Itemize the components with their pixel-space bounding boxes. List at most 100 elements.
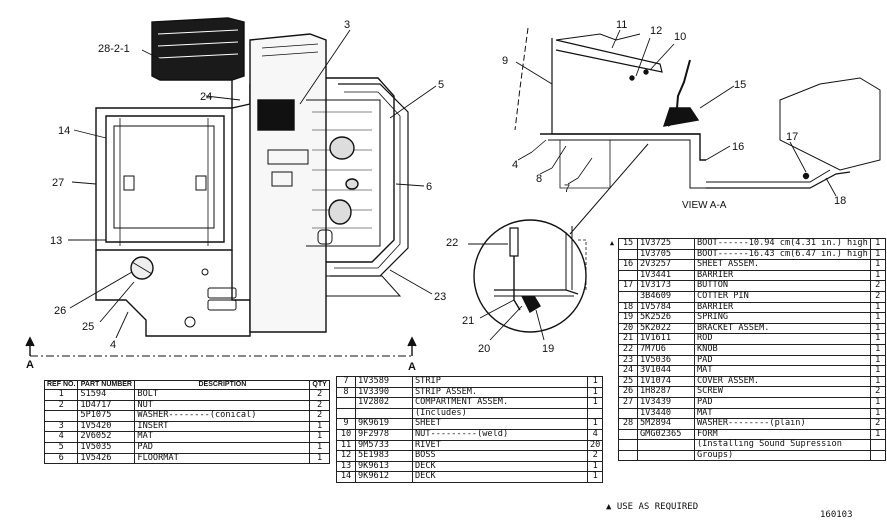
cell-qty: 1 [869, 428, 886, 441]
cell-no [618, 449, 638, 462]
cell-qty [869, 449, 886, 462]
cell-no [618, 439, 638, 451]
callout-7: 7 [564, 183, 571, 195]
cell-desc: SPRING [694, 312, 871, 324]
cell-part: 1V5036 [637, 354, 695, 367]
cell-mark [606, 397, 619, 408]
table-row: (Includes) [336, 407, 604, 420]
cell-no: 20 [618, 322, 638, 335]
cell-qty: 2 [869, 290, 886, 303]
cell-part: 5M2894 [637, 418, 695, 430]
header-description: DESCRIPTION [134, 380, 311, 390]
cell-desc: BARRIER [694, 301, 871, 314]
table-row: (Installing Sound Supression [606, 439, 886, 451]
cell-part: 5K2022 [637, 322, 695, 335]
cab-compartment-assembly [25, 17, 417, 357]
use-as-required-note: ▲ USE AS REQUIRED [606, 502, 699, 512]
callout-23: 23 [434, 291, 447, 303]
cell-no: 25 [618, 375, 638, 388]
cell-no: 24 [618, 365, 638, 377]
cell-mark [606, 366, 619, 377]
cell-mark [606, 419, 619, 430]
cell-mark [606, 376, 619, 387]
cell-desc: (Installing Sound Supression [694, 439, 871, 451]
cell-no: 26 [618, 386, 638, 398]
cell-no: 28 [618, 418, 638, 430]
cell-no [618, 428, 638, 441]
cell-desc: PAD [694, 354, 871, 367]
callout-27: 27 [52, 177, 65, 189]
cell-qty: 1 [869, 407, 886, 420]
cell-part: 1V3705 [637, 248, 695, 261]
cell-part: 1V3439 [637, 396, 695, 409]
cell-desc: PAD [694, 396, 871, 409]
callout-22: 22 [446, 237, 459, 249]
cell-qty: 1 [869, 248, 886, 261]
cell-desc: WASHER--------(plain) [694, 418, 871, 430]
callout-3: 3 [344, 19, 351, 31]
table-header-row: REF NO. PART NUMBER DESCRIPTION QTY [43, 380, 330, 390]
callout-8: 8 [536, 173, 543, 185]
cell-part: GMG02365 [637, 428, 695, 441]
cell-mark [606, 429, 619, 440]
cell-mark [606, 313, 619, 324]
callout-28-2-1: 28-2-1 [98, 43, 130, 55]
callout-4b: 4 [512, 159, 519, 171]
cell-mark [606, 323, 619, 334]
callout-18: 18 [834, 195, 847, 207]
cell-desc: ROD [694, 333, 871, 345]
cell-no [618, 407, 638, 420]
cell-part: 1V1611 [637, 333, 695, 345]
drawing-reference-number: 160103 [820, 510, 853, 520]
cell-desc: BRACKET ASSEM. [694, 322, 871, 335]
callout-14: 14 [58, 125, 71, 137]
cell-qty: 1 [869, 312, 886, 324]
cell-mark [606, 387, 619, 398]
cell-mark [606, 450, 619, 461]
cell-part: 1H8287 [637, 386, 695, 398]
cell-qty: 2 [869, 386, 886, 398]
cell-qty: 1 [869, 365, 886, 377]
cell-no: 18 [618, 301, 638, 314]
cell-mark [606, 344, 619, 355]
cell-qty: 1 [869, 238, 886, 250]
cell-mark [606, 281, 619, 292]
view-a-a-section [473, 27, 881, 333]
cell-part: 1V5784 [637, 301, 695, 314]
callout-20: 20 [478, 343, 491, 355]
table-row: Groups) [606, 449, 886, 462]
cell-part: 7M7U6 [637, 343, 695, 356]
cell-mark [606, 355, 619, 366]
cell-part: 2V3257 [637, 259, 695, 271]
callout-6: 6 [426, 181, 433, 193]
cell-mark [606, 440, 619, 451]
callout-5: 5 [438, 79, 445, 91]
cell-part: 1V3440 [637, 407, 695, 420]
cell-mark: ▲ [609, 239, 615, 247]
cell-qty: 1 [869, 396, 886, 409]
cell-qty: 1 [869, 354, 886, 367]
cell-part: 1V3173 [637, 280, 695, 292]
section-marker-a-left: A [26, 359, 34, 371]
cell-qty: 1 [869, 375, 886, 388]
